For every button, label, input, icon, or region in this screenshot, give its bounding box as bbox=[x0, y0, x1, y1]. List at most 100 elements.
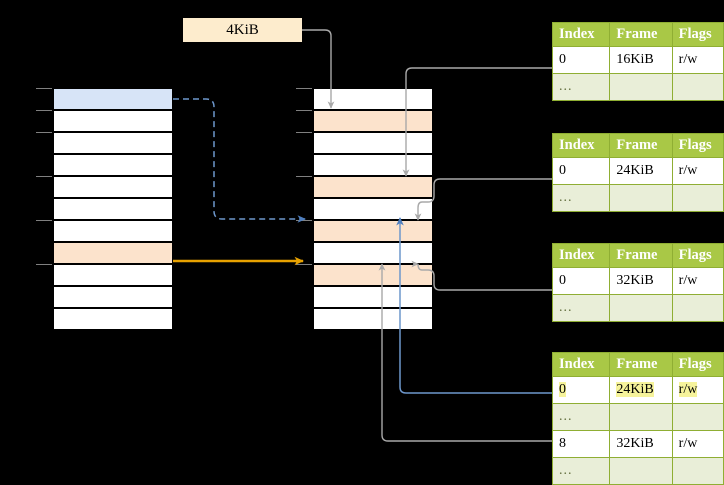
page-table-2-row-0-frame: 24KiB bbox=[609, 157, 673, 186]
page-table-2-row-0-flags: r/w bbox=[671, 157, 724, 186]
right-memory-column bbox=[313, 88, 433, 330]
left-memory-column-cell-10[interactable] bbox=[53, 308, 173, 330]
left-memory-column-tick-4 bbox=[36, 176, 52, 178]
page-table-1-row-0-frame: 16KiB bbox=[609, 46, 673, 75]
left-memory-column-cell-3[interactable] bbox=[53, 154, 173, 176]
left-memory-column-tick-2 bbox=[36, 132, 52, 134]
wire-table3-to-column bbox=[414, 263, 552, 291]
right-memory-column-tick-0 bbox=[296, 88, 312, 90]
left-memory-column-tick-6 bbox=[36, 220, 52, 222]
page-table-4-row-2-frame: 32KiB bbox=[609, 430, 673, 459]
page-table-4-row-1[interactable]: ... bbox=[551, 403, 724, 432]
page-table-4-header-frame: Frame bbox=[609, 351, 673, 378]
wire-table2-to-column bbox=[414, 178, 552, 221]
right-memory-column-cell-4[interactable] bbox=[313, 176, 433, 198]
right-memory-column-cell-0[interactable] bbox=[313, 88, 433, 110]
left-memory-column-tick-1 bbox=[36, 110, 52, 112]
wire-size-label-to-cell bbox=[302, 29, 335, 109]
page-table-2-row-1-flags bbox=[671, 184, 724, 213]
page-table-1-row-1-index: ... bbox=[551, 73, 611, 102]
page-table-3-row-0-frame: 32KiB bbox=[609, 267, 673, 296]
page-table-3-row-0-index: 0 bbox=[551, 267, 611, 296]
page-table-2-row-0-index: 0 bbox=[551, 157, 611, 186]
page-table-1-header-flags: Flags bbox=[671, 21, 724, 48]
page-table-1-row-1[interactable]: ... bbox=[551, 73, 724, 102]
page-table-4-row-2-index: 8 bbox=[551, 430, 611, 459]
page-table-2-header-flags: Flags bbox=[671, 132, 724, 159]
right-memory-column-tick-8 bbox=[296, 264, 312, 266]
size-label-text: 4KiB bbox=[226, 21, 259, 38]
left-memory-column-cell-4[interactable] bbox=[53, 176, 173, 198]
page-table-3-row-1-flags bbox=[671, 294, 724, 323]
wire-table4-row8-to-column bbox=[378, 263, 552, 442]
left-memory-column-cell-6[interactable] bbox=[53, 220, 173, 242]
right-memory-column-cell-8[interactable] bbox=[313, 264, 433, 286]
page-table-4-row-0-index: 0 bbox=[551, 376, 611, 405]
page-table-3-row-1[interactable]: ... bbox=[551, 294, 724, 323]
left-memory-column-cell-2[interactable] bbox=[53, 132, 173, 154]
wire-table1-to-column bbox=[402, 67, 552, 177]
page-table-3-row-1-index: ... bbox=[551, 294, 611, 323]
right-memory-column-cell-1[interactable] bbox=[313, 110, 433, 132]
left-memory-column bbox=[53, 88, 173, 330]
right-memory-column-cell-10[interactable] bbox=[313, 308, 433, 330]
page-table-4-row-3-index: ... bbox=[551, 457, 611, 485]
page-table-4-row-2-flags: r/w bbox=[671, 430, 724, 459]
left-memory-column-cell-1[interactable] bbox=[53, 110, 173, 132]
left-memory-column-cell-7[interactable] bbox=[53, 242, 173, 264]
right-memory-column-cell-5[interactable] bbox=[313, 198, 433, 220]
page-table-1-row-1-frame bbox=[609, 73, 673, 102]
size-label-4kib: 4KiB bbox=[183, 18, 302, 42]
left-memory-column-cell-8[interactable] bbox=[53, 264, 173, 286]
page-table-4-header-flags: Flags bbox=[671, 351, 724, 378]
page-table-1-header-frame: Frame bbox=[609, 21, 673, 48]
left-memory-column-cell-9[interactable] bbox=[53, 286, 173, 308]
page-table-3-row-1-frame bbox=[609, 294, 673, 323]
page-table-3-row-0-flags: r/w bbox=[671, 267, 724, 296]
right-memory-column-cell-6[interactable] bbox=[313, 220, 433, 242]
wire-table4-row0-to-column bbox=[396, 217, 552, 394]
left-memory-column-tick-8 bbox=[36, 264, 52, 266]
left-memory-column-tick-0 bbox=[36, 88, 52, 90]
page-table-4-row-0-flags: r/w bbox=[671, 376, 724, 405]
page-table-2-row-1-index: ... bbox=[551, 184, 611, 213]
page-table-3-header-index: Index bbox=[551, 242, 611, 269]
page-table-3-header-flags: Flags bbox=[671, 242, 724, 269]
right-memory-column-cell-7[interactable] bbox=[313, 242, 433, 264]
wire-blue-dashed-translation bbox=[173, 98, 306, 223]
page-table-4-row-3-frame bbox=[609, 457, 673, 485]
right-memory-column-cell-2[interactable] bbox=[313, 132, 433, 154]
page-table-3-header-frame: Frame bbox=[609, 242, 673, 269]
right-memory-column-tick-1 bbox=[296, 110, 312, 112]
page-table-4-row-1-frame bbox=[609, 403, 673, 432]
left-memory-column-cell-0[interactable] bbox=[53, 88, 173, 110]
page-table-1-header-index: Index bbox=[551, 21, 611, 48]
page-table-4-header-index: Index bbox=[551, 351, 611, 378]
page-table-4-row-3[interactable]: ... bbox=[551, 457, 724, 485]
page-table-2-row-1[interactable]: ... bbox=[551, 184, 724, 213]
page-table-4-row-1-flags bbox=[671, 403, 724, 432]
page-table-2-row-1-frame bbox=[609, 184, 673, 213]
page-table-1-row-1-flags bbox=[671, 73, 724, 102]
page-table-4-row-3-flags bbox=[671, 457, 724, 485]
right-memory-column-cell-9[interactable] bbox=[313, 286, 433, 308]
page-table-1-row-0-flags: r/w bbox=[671, 46, 724, 75]
left-memory-column-cell-5[interactable] bbox=[53, 198, 173, 220]
page-table-1-row-0-index: 0 bbox=[551, 46, 611, 75]
right-memory-column-tick-4 bbox=[296, 176, 312, 178]
page-table-4-row-0-frame: 24KiB bbox=[609, 376, 673, 405]
